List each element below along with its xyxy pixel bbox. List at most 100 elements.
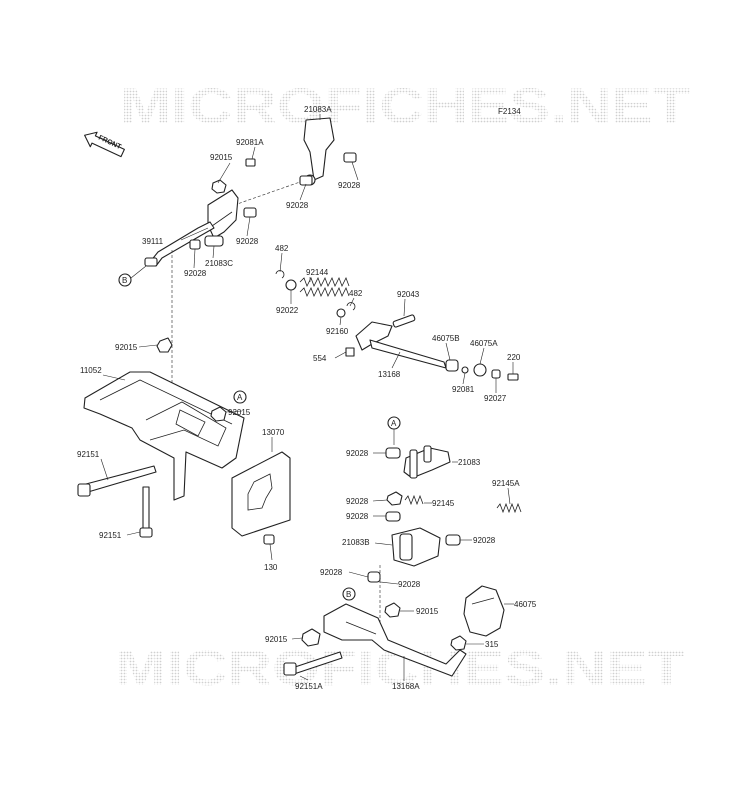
callout-a-mid-text: A xyxy=(237,393,243,402)
rod-end xyxy=(144,257,158,267)
callout-a-low-text: A xyxy=(391,419,397,428)
bracket-arm xyxy=(207,189,239,239)
bolt-92043 xyxy=(392,314,416,328)
label-554[interactable]: 554 xyxy=(313,354,327,363)
label-92027[interactable]: 92027 xyxy=(484,394,507,403)
pedal-arm-13168a xyxy=(323,603,467,677)
bolt-220 xyxy=(507,373,519,381)
collar-46075a xyxy=(473,363,487,377)
bushing-92028-e xyxy=(385,447,401,459)
label-92043[interactable]: 92043 xyxy=(397,290,420,299)
label-13168a[interactable]: 13168A xyxy=(392,682,420,691)
clip-482-a xyxy=(275,270,285,279)
shaft-21083c xyxy=(204,235,224,247)
label-92028-e[interactable]: 92028 xyxy=(346,449,369,458)
figure-code: F2134 xyxy=(498,107,521,116)
nut-92015-top xyxy=(211,179,227,194)
bushing-92028-upper xyxy=(343,152,357,163)
front-arrow-icon xyxy=(84,131,125,158)
nut-92015-bl xyxy=(301,628,321,647)
lever-21083b xyxy=(391,527,441,567)
spring-92145 xyxy=(404,494,424,506)
washer-92160 xyxy=(336,308,346,318)
label-92028-b[interactable]: 92028 xyxy=(286,201,309,210)
label-92028-a[interactable]: 92028 xyxy=(338,181,361,190)
label-92028-c[interactable]: 92028 xyxy=(236,237,259,246)
pin-554 xyxy=(345,347,355,357)
label-92160[interactable]: 92160 xyxy=(326,327,349,336)
bushing-92028-h xyxy=(445,534,461,546)
label-92015-r[interactable]: 92015 xyxy=(228,408,251,417)
label-21083[interactable]: 21083 xyxy=(458,458,481,467)
label-21083b[interactable]: 21083B xyxy=(342,538,370,547)
label-482-b[interactable]: 482 xyxy=(349,289,363,298)
label-315[interactable]: 315 xyxy=(485,640,499,649)
bolt-130 xyxy=(263,534,275,545)
callout-b-top-text: B xyxy=(122,276,127,285)
washer-92081 xyxy=(461,366,469,374)
clip-92081a xyxy=(245,158,256,167)
label-92022[interactable]: 92022 xyxy=(276,306,299,315)
rod-39111 xyxy=(149,221,215,267)
clip-482-b xyxy=(346,302,356,311)
callout-b-low xyxy=(342,587,356,601)
label-92015-bl[interactable]: 92015 xyxy=(265,635,288,644)
label-92028-g[interactable]: 92028 xyxy=(346,512,369,521)
nut-92028-f xyxy=(386,491,403,506)
washer-92022 xyxy=(285,279,297,291)
label-92145[interactable]: 92145 xyxy=(432,499,455,508)
bushing-92028-b xyxy=(299,175,313,186)
pedal-pad-46075 xyxy=(463,585,505,637)
label-46075a[interactable]: 46075A xyxy=(470,339,498,348)
bushing-46075b xyxy=(445,359,459,372)
label-11052[interactable]: 11052 xyxy=(80,366,102,375)
label-92015-br[interactable]: 92015 xyxy=(416,607,439,616)
label-130[interactable]: 130 xyxy=(264,563,278,572)
label-92015-mid[interactable]: 92015 xyxy=(115,343,138,352)
label-92151-a[interactable]: 92151 xyxy=(77,450,100,459)
spring-92145a xyxy=(496,502,522,514)
label-220[interactable]: 220 xyxy=(507,353,521,362)
bushing-92028-g xyxy=(385,511,401,522)
plate-13070 xyxy=(231,451,291,537)
bolt-head-92151-a xyxy=(77,483,91,497)
nut-92015-r xyxy=(210,406,227,422)
callout-a-mid xyxy=(233,390,247,404)
bushing-92028-d xyxy=(189,239,201,250)
label-92028-j[interactable]: 92028 xyxy=(398,580,421,589)
label-39111[interactable]: 39111 xyxy=(142,237,164,246)
label-92151-b[interactable]: 92151 xyxy=(99,531,122,540)
label-92145a[interactable]: 92145A xyxy=(492,479,520,488)
label-92028-d[interactable]: 92028 xyxy=(184,269,207,278)
bolt-head-92151-b xyxy=(139,527,153,538)
label-92028-i[interactable]: 92028 xyxy=(320,568,343,577)
label-13168[interactable]: 13168 xyxy=(378,370,401,379)
callout-b-low-text: B xyxy=(346,590,351,599)
nut-315 xyxy=(450,635,467,651)
shaft-13168 xyxy=(369,339,447,369)
nut-92015-br xyxy=(384,602,401,618)
bushing-92028-mid xyxy=(243,207,257,218)
label-46075[interactable]: 46075 xyxy=(514,600,537,609)
label-92151a[interactable]: 92151A xyxy=(295,682,323,691)
leader-lines xyxy=(100,114,514,681)
label-13070[interactable]: 13070 xyxy=(262,428,285,437)
lever-13168 xyxy=(355,321,393,351)
bolt-92151-b xyxy=(142,486,150,532)
label-92081a[interactable]: 92081A xyxy=(236,138,264,147)
label-92081[interactable]: 92081 xyxy=(452,385,475,394)
label-21083c[interactable]: 21083C xyxy=(205,259,233,268)
bolt-head-92151a xyxy=(283,662,297,676)
watermark-top: MICROFICHES.NET xyxy=(120,78,690,134)
label-46075b[interactable]: 46075B xyxy=(432,334,460,343)
label-92028-h[interactable]: 92028 xyxy=(473,536,496,545)
nut-92015-mid xyxy=(156,337,173,353)
label-482-a[interactable]: 482 xyxy=(275,244,289,253)
label-92144[interactable]: 92144 xyxy=(306,268,329,277)
callout-b-top xyxy=(118,273,132,287)
bushing-92028-i xyxy=(367,571,381,583)
label-21083a[interactable]: 21083A xyxy=(304,105,332,114)
label-92028-f[interactable]: 92028 xyxy=(346,497,369,506)
label-92015-top[interactable]: 92015 xyxy=(210,153,233,162)
